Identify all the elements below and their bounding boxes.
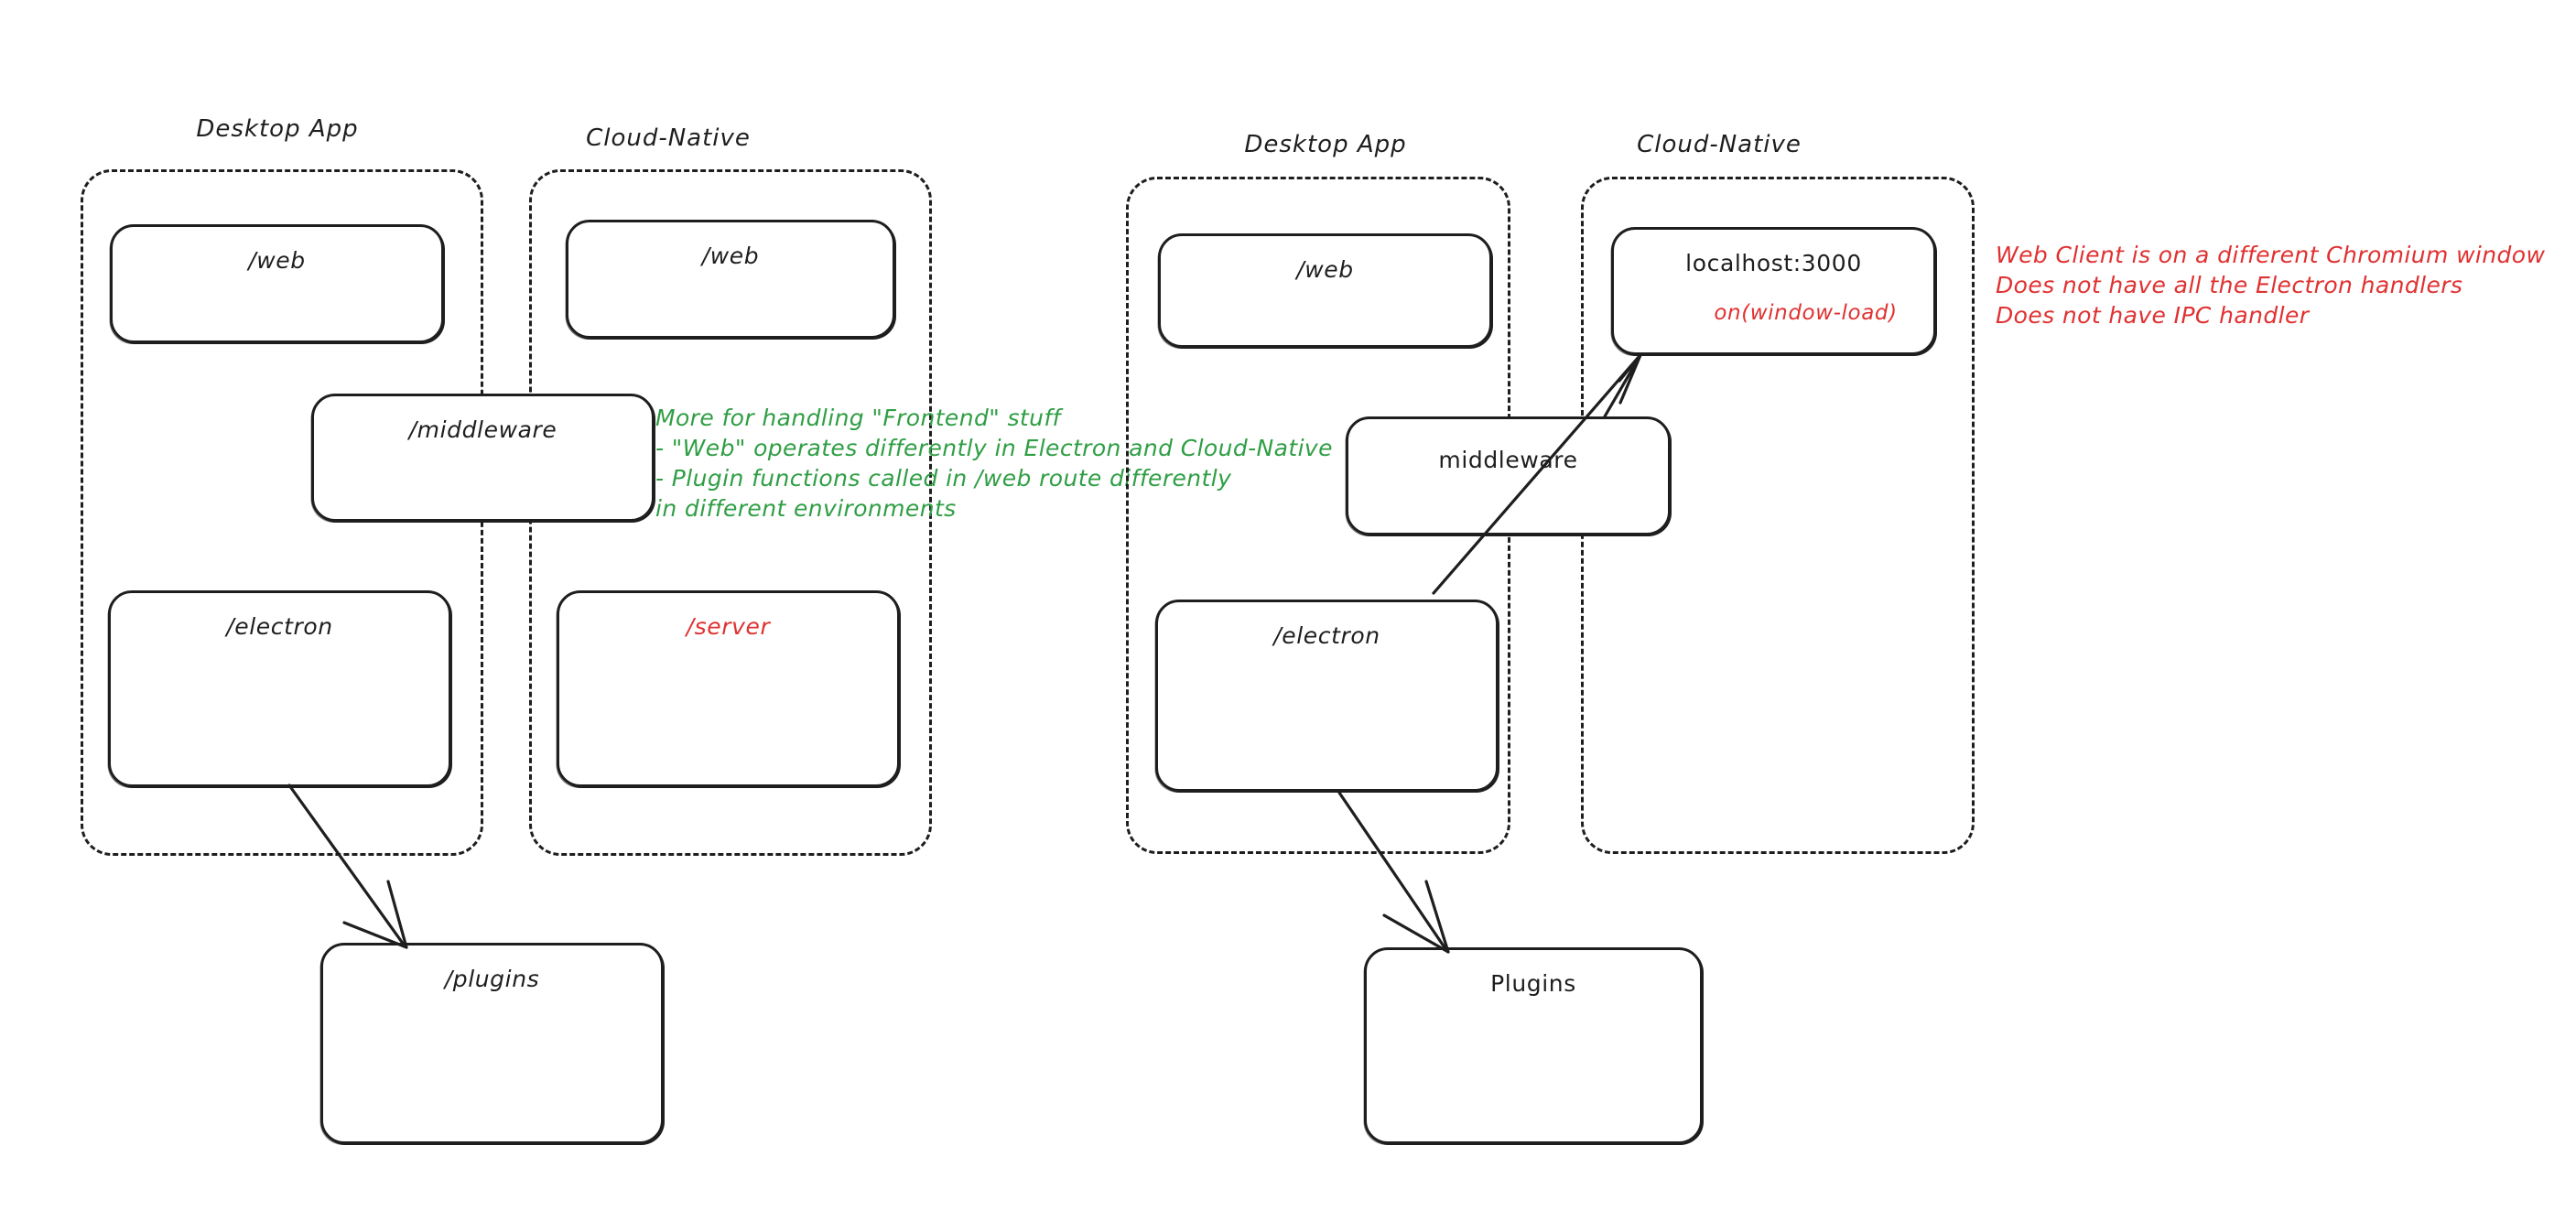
node-label: /web xyxy=(1296,256,1354,283)
node-electron-left[interactable]: /electron xyxy=(108,590,451,787)
node-label: /middleware xyxy=(408,416,557,443)
node-middleware-right[interactable]: middleware xyxy=(1346,416,1671,535)
group-label-cloud-native-left: Cloud-Native xyxy=(586,124,751,152)
node-web-desktop-right[interactable]: /web xyxy=(1158,233,1492,348)
annotation-web-client-note: Web Client is on a different Chromium wi… xyxy=(1996,242,2546,329)
group-label-desktop-app-right: Desktop App xyxy=(1244,131,1407,158)
annotation-frontend-note: More for handling "Frontend" stuff - "We… xyxy=(655,405,1333,522)
node-label: /plugins xyxy=(444,966,540,992)
node-middleware-left[interactable]: /middleware xyxy=(311,394,655,522)
node-label: /web xyxy=(701,243,760,269)
node-label: /electron xyxy=(1273,622,1380,649)
node-label: /web xyxy=(248,247,306,274)
node-label: middleware xyxy=(1438,447,1578,473)
node-web-cloud-left[interactable]: /web xyxy=(566,220,895,339)
node-plugins-right[interactable]: Plugins xyxy=(1364,947,1703,1144)
node-web-desktop-left[interactable]: /web xyxy=(110,224,444,343)
node-plugins-left[interactable]: /plugins xyxy=(320,943,664,1144)
node-server-left[interactable]: /server xyxy=(557,590,900,787)
group-label-cloud-native-right: Cloud-Native xyxy=(1637,131,1802,158)
node-sublabel-on-window-load: on(window-load) xyxy=(1714,301,1898,325)
node-label: localhost:3000 xyxy=(1685,250,1862,276)
node-electron-right[interactable]: /electron xyxy=(1155,600,1499,792)
node-label: /server xyxy=(686,613,771,640)
node-localhost-3000[interactable]: localhost:3000 on(window-load) xyxy=(1611,227,1936,355)
group-label-desktop-app-left: Desktop App xyxy=(196,115,359,143)
node-label: /electron xyxy=(226,613,333,640)
node-label: Plugins xyxy=(1490,970,1576,997)
